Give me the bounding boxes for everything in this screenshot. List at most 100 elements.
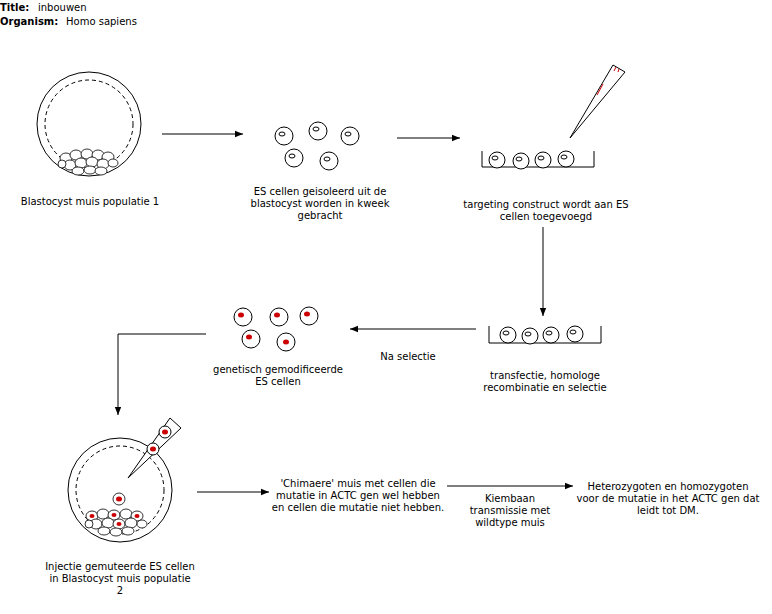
modified-es-cell — [270, 308, 288, 326]
es-cell — [345, 132, 351, 136]
mutation-nucleus — [135, 514, 140, 518]
es-cell — [275, 127, 293, 145]
pipette — [128, 418, 181, 478]
step-caption: transfectie, homologe recombinatie en se… — [478, 370, 612, 394]
illustration-step: genetisch gemodificeerde ES cellen — [208, 300, 348, 390]
pipette — [570, 65, 625, 138]
mutation-nucleus — [112, 513, 117, 517]
mutation-nucleus — [90, 430, 169, 527]
es-cell — [279, 132, 285, 136]
dish-cell — [558, 151, 574, 167]
step-caption: Heterozygoten en homozygoten voor de mut… — [575, 481, 761, 517]
blastocyst — [37, 72, 141, 176]
inner-cell-mass — [97, 509, 109, 519]
inner-cell-mass — [95, 167, 107, 175]
mutation-nucleus — [246, 335, 252, 340]
inner-cell-mass — [86, 157, 98, 167]
dish-cell — [489, 151, 583, 344]
mutation-nucleus — [238, 313, 244, 318]
modified-es-cell — [300, 307, 318, 325]
inner-cell-mass — [102, 518, 114, 528]
flow-arrow — [543, 227, 544, 316]
flow-arrow — [118, 334, 206, 415]
blastocyst — [76, 446, 164, 534]
header-label: inbouwen — [38, 2, 87, 14]
blastocyst — [45, 80, 133, 168]
dish-cell — [500, 327, 516, 343]
dish-cell — [538, 156, 544, 160]
culture-dish — [482, 151, 594, 167]
dish-cell — [567, 326, 583, 342]
illustration-step: ES cellen geisoleerd uit de blastocyst w… — [245, 118, 395, 224]
mutation-nucleus — [238, 312, 310, 345]
inner-cell-mass — [72, 167, 84, 175]
pipette — [159, 426, 171, 438]
illustration-step: Injectie gemuteerde ES cellen in Blastoc… — [45, 416, 195, 599]
mutation-nucleus — [116, 497, 122, 502]
inner-cell-mass — [85, 520, 93, 528]
dish-cell — [492, 156, 498, 160]
dish-cell — [489, 152, 505, 168]
es-cell — [289, 154, 295, 158]
dish-cell — [503, 331, 509, 335]
illustration-step: transfectie, homologe recombinatie en se… — [478, 318, 612, 396]
mutation-nucleus — [304, 312, 310, 317]
inner-cell-mass — [113, 519, 125, 529]
edge-label: Kiembaan transmissie met wildtype muis — [453, 493, 567, 529]
dish-cell — [570, 330, 576, 334]
modified-es-cell — [277, 333, 295, 351]
blastocyst — [37, 72, 141, 176]
inner-cell-mass — [85, 493, 147, 536]
mutation-nucleus — [283, 340, 289, 345]
inner-cell-mass — [110, 528, 122, 536]
dish-cell — [525, 332, 531, 336]
inner-cell-mass — [58, 160, 66, 168]
edge-label: Na selectie — [366, 351, 450, 363]
es-cell — [341, 127, 359, 145]
es-cell — [285, 149, 303, 167]
inner-cell-mass — [84, 166, 96, 174]
blastocyst — [68, 438, 172, 542]
dish-cell — [546, 331, 552, 335]
step-caption: targeting construct wordt aan ES cellen … — [462, 199, 630, 223]
inner-cell-mass — [122, 527, 134, 535]
illustration-step: Blastocyst muis populatie 1 — [20, 68, 160, 210]
dish-cell — [535, 152, 551, 168]
dish-cell — [543, 327, 559, 343]
header-label: Organism: — [0, 16, 58, 28]
inner-cell-mass — [113, 493, 125, 505]
inner-cell-mass — [98, 527, 110, 535]
pipette — [614, 67, 616, 71]
es-cell — [309, 122, 327, 140]
modified-es-cell — [234, 307, 318, 351]
flow-arrow — [197, 492, 269, 493]
illustration-step: targeting construct wordt aan ES cellen … — [462, 60, 630, 225]
es-cell — [313, 127, 319, 131]
step-caption: genetisch gemodificeerde ES cellen — [208, 364, 348, 388]
text-node: Heterozygoten en homozygoten voor de mut… — [575, 481, 761, 519]
pipette — [618, 69, 619, 72]
inner-cell-mass — [137, 520, 147, 528]
dish-cell — [516, 157, 522, 161]
inner-cell-mass — [125, 518, 137, 528]
inner-cell-mass — [75, 158, 87, 168]
modified-es-cell — [234, 308, 252, 326]
inner-cell-mass — [58, 149, 118, 175]
inner-cell-mass — [108, 159, 118, 167]
pipette — [128, 418, 181, 478]
step-caption: 'Chimaere' muis met cellen die mutatie i… — [271, 478, 445, 514]
dish-cell — [522, 328, 538, 344]
inner-cell-mass — [120, 509, 132, 519]
mutation-nucleus — [117, 522, 122, 526]
mutation-nucleus — [274, 313, 280, 318]
pipette — [597, 84, 603, 95]
step-caption: ES cellen geisoleerd uit de blastocyst w… — [245, 186, 395, 222]
text-node: 'Chimaere' muis met cellen die mutatie i… — [271, 478, 445, 516]
culture-dish — [489, 326, 601, 343]
header-label: Title: — [0, 2, 29, 14]
step-caption: Blastocyst muis populatie 1 — [20, 196, 160, 208]
flow-arrow — [397, 138, 460, 139]
